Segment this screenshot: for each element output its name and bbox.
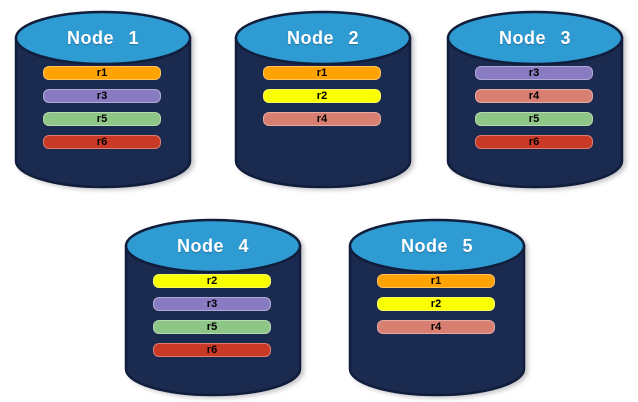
replica-list: r2 r3 r5 r6 (153, 274, 271, 366)
replica-bar: r1 (377, 274, 495, 288)
replica-bar: r2 (153, 274, 271, 288)
cylinder-top (124, 218, 302, 274)
node-title: Node 4 (176, 235, 249, 256)
node-title: Node 5 (400, 235, 473, 256)
replica-bar: r3 (475, 66, 593, 80)
node-3: Node 3 r3 r4 r5 r6 (445, 8, 625, 190)
replica-bar: r6 (475, 135, 593, 149)
replica-bar: r3 (153, 297, 271, 311)
cylinder-top (446, 10, 624, 66)
node-title: Node 3 (498, 27, 571, 48)
replica-bar: r5 (43, 112, 161, 126)
replica-bar: r5 (475, 112, 593, 126)
node-2: Node 2 r1 r2 r4 (233, 8, 413, 190)
replica-bar: r6 (43, 135, 161, 149)
node-title: Node 1 (66, 27, 139, 48)
node-4: Node 4 r2 r3 r5 r6 (123, 216, 303, 398)
replica-bar: r4 (475, 89, 593, 103)
node-1: Node 1 r1 r3 r5 r6 (13, 8, 193, 190)
node-title: Node 2 (286, 27, 359, 48)
cylinder-top (14, 10, 192, 66)
replica-list: r1 r3 r5 r6 (43, 66, 161, 158)
replica-list: r1 r2 r4 (263, 66, 381, 135)
replica-bar: r2 (377, 297, 495, 311)
replica-bar: r4 (377, 320, 495, 334)
replica-bar: r3 (43, 89, 161, 103)
node-5: Node 5 r1 r2 r4 (347, 216, 527, 398)
replica-list: r3 r4 r5 r6 (475, 66, 593, 158)
cylinder-top (348, 218, 526, 274)
replica-list: r1 r2 r4 (377, 274, 495, 343)
replica-bar: r2 (263, 89, 381, 103)
cylinder-top (234, 10, 412, 66)
replica-bar: r6 (153, 343, 271, 357)
replica-bar: r5 (153, 320, 271, 334)
replica-bar: r1 (43, 66, 161, 80)
replica-bar: r4 (263, 112, 381, 126)
replica-bar: r1 (263, 66, 381, 80)
